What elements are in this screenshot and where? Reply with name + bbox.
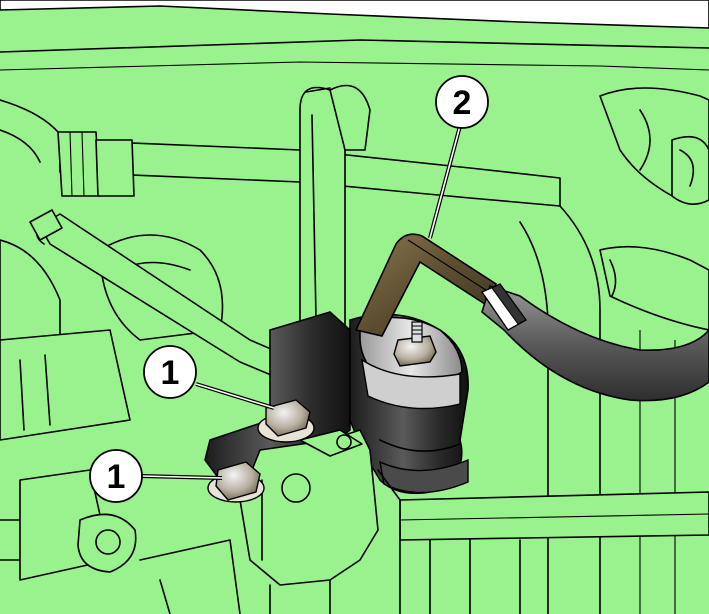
left-components (0, 234, 241, 614)
leader-line-2-inner (429, 125, 461, 239)
top-edge (0, 0, 709, 29)
top-contour-2 (0, 61, 709, 71)
top-stud-nut (393, 321, 437, 367)
grey-pipe (480, 283, 709, 402)
callout-1-lower-label: 1 (107, 458, 126, 496)
lower-bolt (207, 461, 265, 503)
leader-line-1-upper-inner (195, 383, 275, 409)
callout-1-lower: 1 (89, 449, 143, 503)
callout-2-label: 2 (453, 84, 472, 122)
callout-1-upper-label: 1 (161, 354, 180, 392)
brown-hose (354, 233, 497, 337)
bracket-plate (239, 429, 401, 614)
leader-line-1-lower-inner (139, 475, 223, 479)
callout-2: 2 (435, 75, 489, 129)
callout-1-upper: 1 (143, 345, 197, 399)
upper-bolt (257, 399, 315, 443)
right-components (519, 87, 709, 614)
top-contour (0, 39, 709, 53)
